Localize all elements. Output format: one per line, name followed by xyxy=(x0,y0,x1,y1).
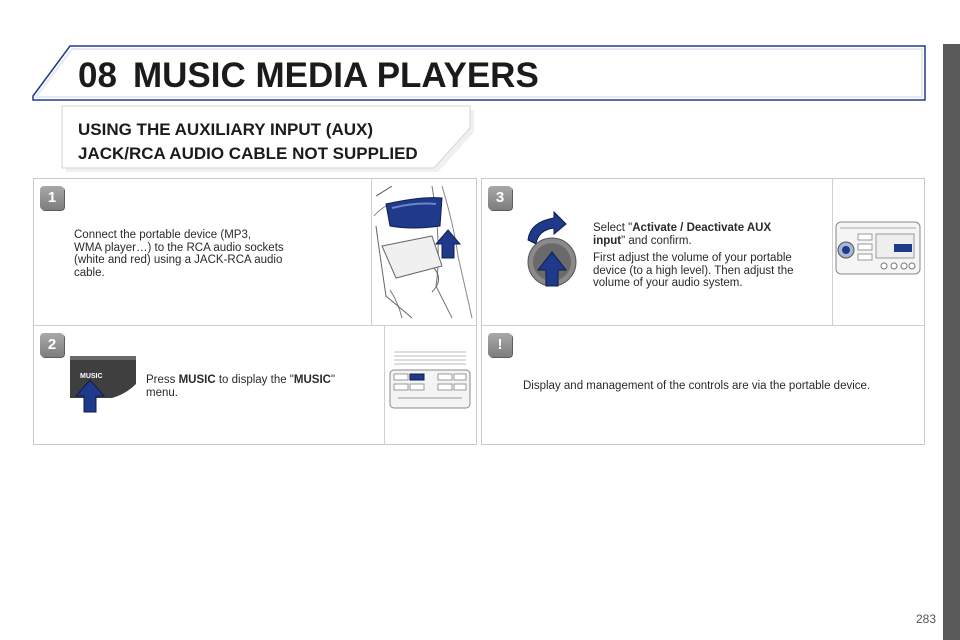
step-badge-3: 3 xyxy=(488,186,512,210)
step-1-image-divider xyxy=(371,178,372,325)
step-3-bold-option: Activate / Deactivate AUX xyxy=(632,222,772,234)
step-2-line2: menu. xyxy=(146,386,178,399)
section-title-line2: JACK/RCA AUDIO CABLE NOT SUPPLIED xyxy=(78,144,418,163)
step-3-post: " and confirm. xyxy=(621,234,692,247)
step-3-para2-line2: device (to a high level). Then adjust th… xyxy=(593,264,794,277)
note-badge: ! xyxy=(488,333,512,357)
step-2-pre: Press xyxy=(146,374,179,386)
step-1-line: cable. xyxy=(74,266,105,279)
chapter-number: 08 xyxy=(78,56,117,95)
step-3-text: Select "Activate / Deactivate AUX input"… xyxy=(593,222,828,290)
step-3-line1: Select "Activate / Deactivate AUX xyxy=(593,222,828,235)
step-1-line: Connect the portable device (MP3, xyxy=(74,229,252,241)
header-frame xyxy=(32,45,926,172)
step-3-pre: Select " xyxy=(593,222,633,234)
step-1-text: Connect the portable device (MP3, WMA pl… xyxy=(74,229,344,279)
left-panel-divider xyxy=(33,325,477,326)
step-2-line1: Press MUSIC to display the "MUSIC" xyxy=(146,374,376,387)
step-2-mid: to display the " xyxy=(215,374,294,386)
rotary-knob-illustration xyxy=(527,210,577,287)
step-3-para2-line3: volume of your audio system. xyxy=(593,277,743,289)
step-2-bold-music-menu: MUSIC xyxy=(293,374,331,386)
page-number: 283 xyxy=(915,612,936,626)
note-text: Display and management of the controls a… xyxy=(523,380,871,392)
chapter-title: MUSIC MEDIA PLAYERS xyxy=(133,56,539,95)
step-2-post: " xyxy=(330,374,336,386)
step-1-line: WMA player…) to the RCA audio sockets xyxy=(74,241,284,254)
music-button-illustration: MUSIC xyxy=(70,356,136,413)
section-title-line1: USING THE AUXILIARY INPUT (AUX) xyxy=(78,120,373,139)
page-edge-tab xyxy=(943,44,960,640)
console-aux-socket-illustration xyxy=(373,186,473,319)
step-2-image-divider xyxy=(384,325,385,445)
head-unit-illustration xyxy=(835,221,921,275)
step-1-line: (white and red) using a JACK-RCA audio xyxy=(74,254,283,266)
radio-panel-illustration xyxy=(389,351,471,409)
step-2-text: Press MUSIC to display the "MUSIC" menu. xyxy=(146,374,376,399)
step-3-line2: input" and confirm. xyxy=(593,235,828,248)
step-3-image-divider xyxy=(832,178,833,325)
right-panel-divider xyxy=(481,325,925,326)
step-badge-1: 1 xyxy=(40,186,64,210)
music-button-label: MUSIC xyxy=(80,373,103,380)
step-3-bold-input: input xyxy=(593,234,622,247)
step-2-bold-music: MUSIC xyxy=(178,374,216,386)
step-badge-2: 2 xyxy=(40,333,64,357)
step-3-para2-line1: First adjust the volume of your portable xyxy=(593,252,792,264)
